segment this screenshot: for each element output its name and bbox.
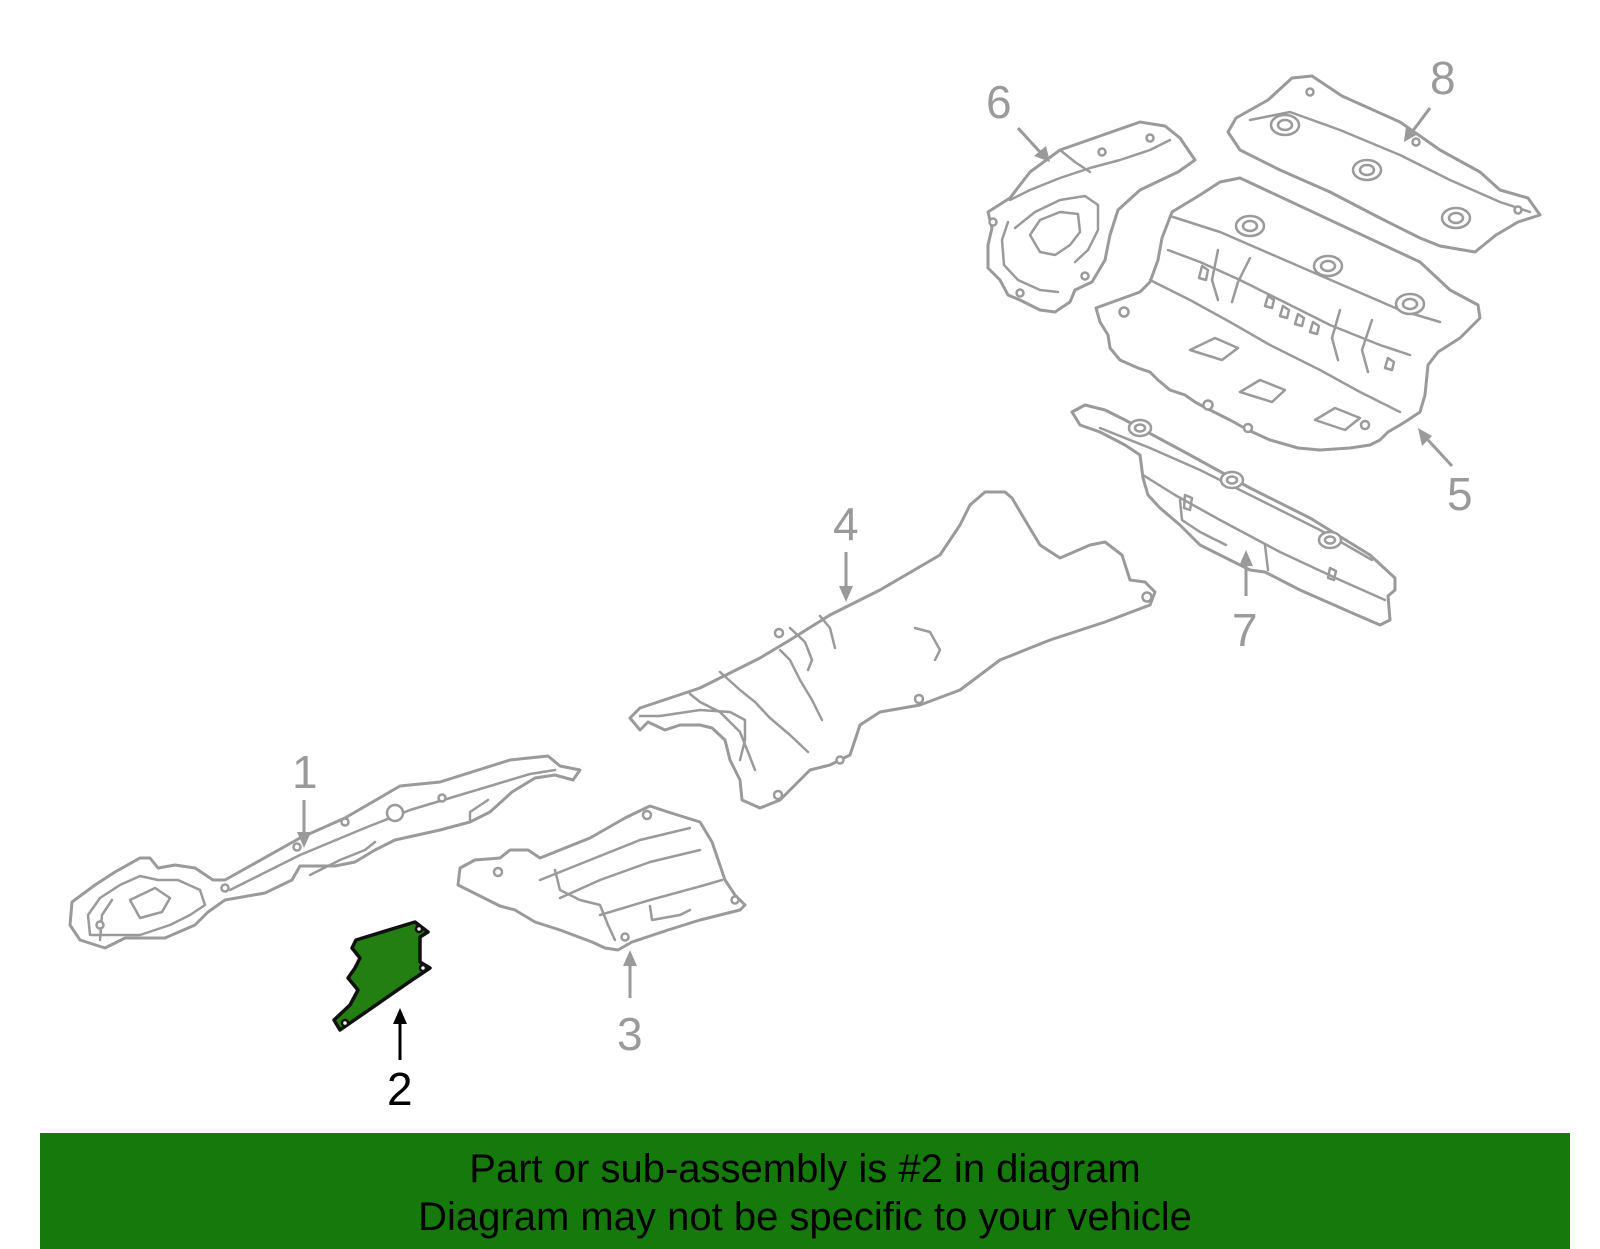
callout-1: 1 [292, 746, 318, 848]
callout-6-label: 6 [986, 76, 1012, 128]
callout-3: 3 [617, 950, 643, 1060]
callout-5-label: 5 [1447, 468, 1473, 520]
callout-7: 7 [1232, 550, 1258, 656]
callout-8: 8 [1404, 52, 1456, 142]
callout-8-label: 8 [1430, 52, 1456, 104]
info-banner: Part or sub-assembly is #2 in diagram Di… [40, 1133, 1570, 1249]
part-6-heat-shield[interactable] [986, 120, 1197, 314]
part-2-highlighted-shield[interactable] [332, 920, 432, 1032]
callout-5: 5 [1418, 428, 1473, 520]
banner-line-part: Part or sub-assembly is #2 in diagram [469, 1147, 1141, 1191]
callout-1-label: 1 [292, 746, 318, 798]
part-4-heat-shield[interactable] [628, 490, 1157, 810]
callout-7-label: 7 [1232, 604, 1258, 656]
part-3-heat-shield[interactable] [456, 804, 747, 952]
callout-6: 6 [986, 76, 1050, 162]
callout-3-label: 3 [617, 1008, 643, 1060]
part-1-heat-shield[interactable] [68, 754, 582, 950]
part-5-heat-shield[interactable] [1094, 176, 1482, 452]
part-7-heat-shield[interactable] [1070, 403, 1397, 627]
callout-4-label: 4 [833, 498, 859, 550]
part-8-heat-shield[interactable] [1226, 74, 1542, 254]
callout-4: 4 [833, 498, 859, 602]
callout-2: 2 [387, 1008, 413, 1115]
callout-2-label: 2 [387, 1063, 413, 1115]
banner-line-disclaimer: Diagram may not be specific to your vehi… [418, 1195, 1192, 1239]
